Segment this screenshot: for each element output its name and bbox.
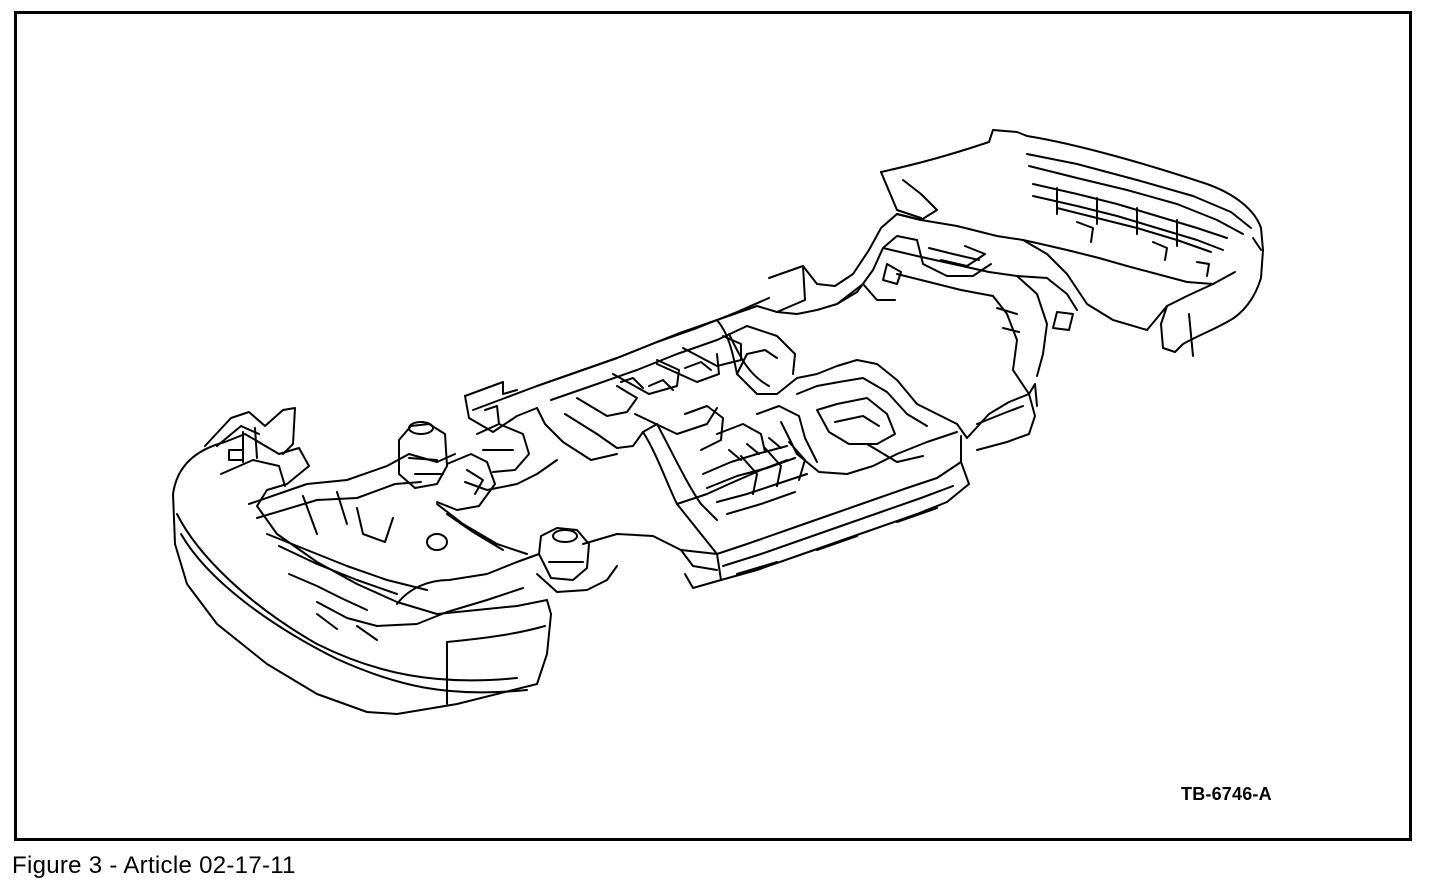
floor-pan-front: [537, 284, 863, 448]
rear-bracket-left: [897, 180, 1073, 330]
front-crossmember: [427, 424, 557, 554]
figure-frame: TB-6746-A: [14, 11, 1412, 841]
rear-bumper-beam: [1033, 184, 1227, 276]
rocker-right: [967, 384, 1037, 450]
floor-pan-rear: [757, 360, 967, 474]
vehicle-underbody-line-drawing: [17, 14, 1409, 838]
center-tunnel: [643, 320, 795, 554]
figure-reference-code: TB-6746-A: [1181, 784, 1272, 804]
figure-caption: Figure 3 - Article 02-17-11: [12, 852, 296, 879]
front-bumper: [173, 434, 551, 714]
engine-mount-right: [537, 528, 693, 592]
front-bracket-left: [205, 408, 295, 486]
front-frame-rails: [249, 454, 539, 626]
rear-bumper: [881, 130, 1263, 356]
mid-crossmembers: [685, 406, 807, 514]
engine-mount-left: [399, 422, 495, 510]
rear-kickup-frame: [803, 214, 1147, 394]
rocker-left: [681, 436, 969, 588]
